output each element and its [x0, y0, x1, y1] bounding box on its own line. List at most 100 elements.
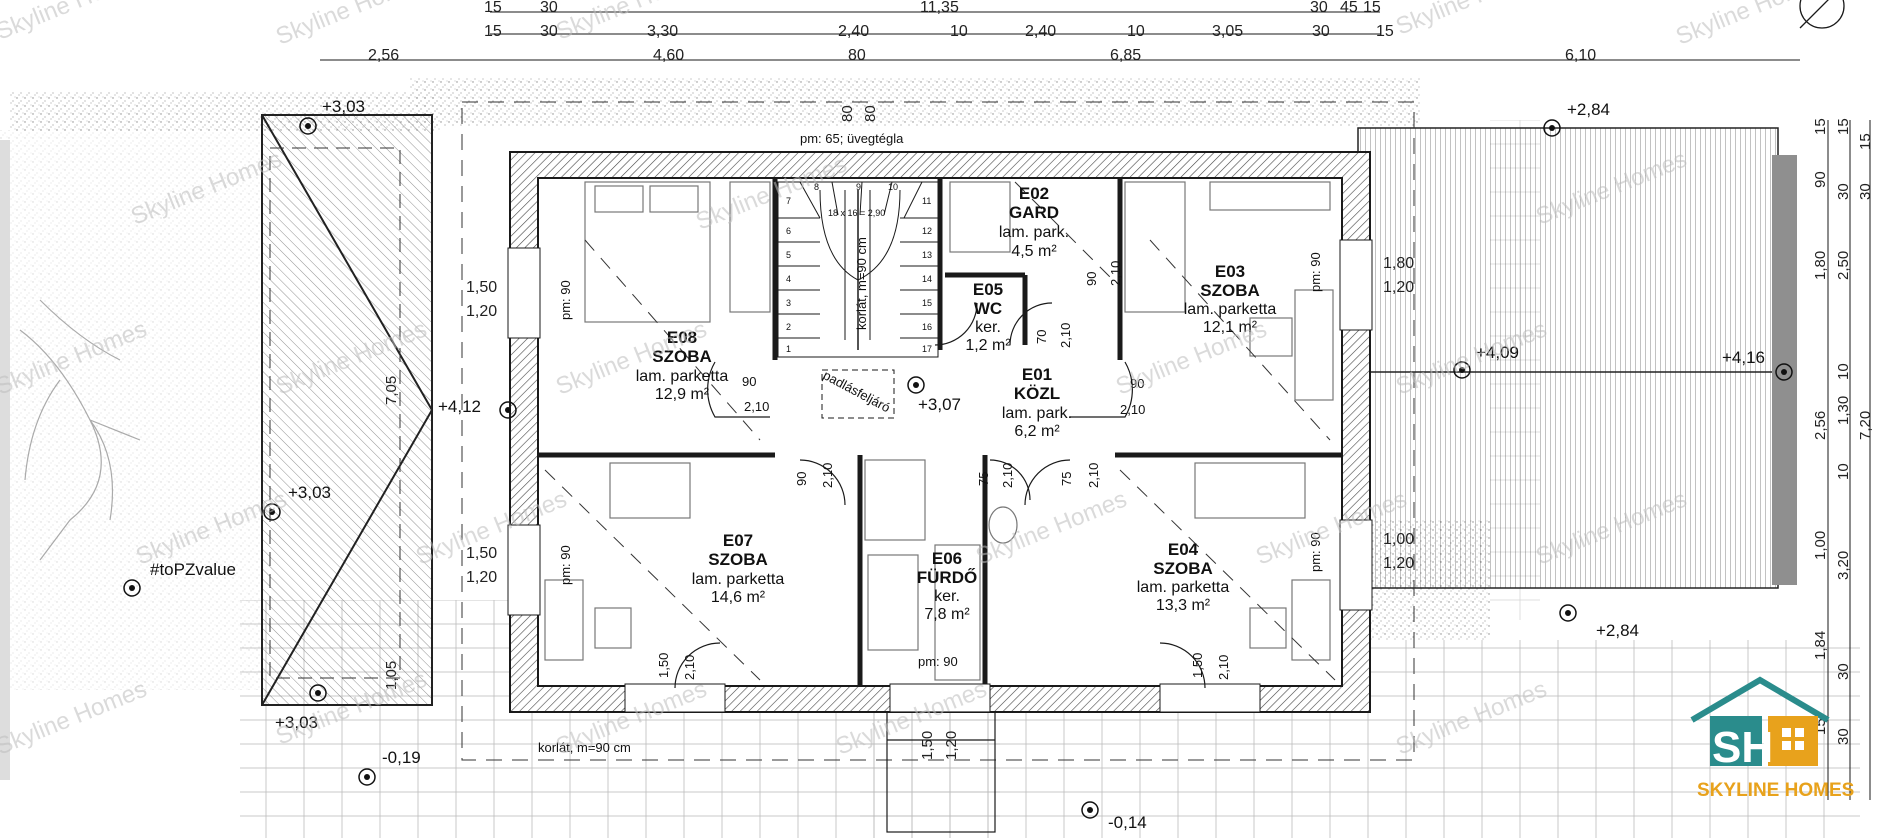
svg-text:2,10: 2,10 [1058, 323, 1073, 348]
level-marker: +2,84 [1559, 604, 1639, 640]
logo-text: SKYLINE HOMES [1697, 780, 1854, 801]
dim-r1-4: 45 [1340, 0, 1358, 16]
svg-text:1,80: 1,80 [1383, 255, 1414, 272]
svg-text:-0,19: -0,19 [382, 748, 421, 767]
dim-rb-3: 10 [1835, 363, 1852, 380]
room-label-e05: E05 WC ker. 1,2 m² [965, 280, 1011, 354]
dimension-right-a: 15 90 1,80 2,56 1,00 1,84 15 [1812, 118, 1829, 735]
svg-text:2,10: 2,10 [1086, 463, 1101, 488]
glass-block-note: pm: 65; üvegtégla [800, 131, 904, 146]
svg-text:pm: 90: pm: 90 [1308, 532, 1323, 572]
svg-text:75: 75 [976, 472, 991, 486]
svg-text:lam. park.: lam. park. [1002, 405, 1072, 422]
svg-text:WC: WC [974, 299, 1002, 318]
svg-text:17: 17 [922, 344, 932, 354]
dim-r2-6: 10 [1127, 23, 1145, 40]
svg-text:14,6 m²: 14,6 m² [711, 589, 766, 606]
north-arrow-icon [1799, 0, 1845, 29]
level-marker: +3,03 [263, 483, 331, 521]
svg-text:Skyline Homes: Skyline Homes [552, 0, 711, 46]
svg-text:+3,03: +3,03 [275, 713, 318, 732]
svg-text:ker.: ker. [975, 319, 1001, 336]
svg-text:1,2 m²: 1,2 m² [965, 337, 1011, 354]
svg-text:E01: E01 [1022, 365, 1052, 384]
dimension-row-1: 15 30 11,35 30 45 15 [484, 0, 1381, 16]
dim-r2-5: 2,40 [1025, 23, 1056, 40]
svg-text:E02: E02 [1019, 184, 1049, 203]
svg-text:+3,03: +3,03 [288, 483, 331, 502]
roof-outline [461, 101, 1415, 761]
svg-text:8: 8 [814, 182, 819, 192]
dim-r2-8: 30 [1312, 23, 1330, 40]
level-marker: +2,84 [1543, 100, 1610, 137]
svg-text:2,10: 2,10 [1108, 261, 1123, 286]
svg-text:Skyline Homes: Skyline Homes [1392, 0, 1551, 41]
stair-railing-note: korlát, m=90 cm [854, 237, 869, 330]
dim-r1-1: 30 [540, 0, 558, 16]
svg-text:KÖZL: KÖZL [1014, 384, 1060, 403]
svg-text:E05: E05 [973, 280, 1003, 299]
svg-text:11: 11 [922, 196, 931, 206]
svg-text:2,10: 2,10 [682, 655, 697, 680]
bath-sill: pm: 90 [918, 654, 958, 669]
svg-text:+4,12: +4,12 [438, 397, 481, 416]
svg-text:pm: 90: pm: 90 [558, 545, 573, 585]
dim-rb-7: 30 [1835, 663, 1852, 680]
dim-rb-0: 15 [1835, 118, 1852, 135]
svg-text:14: 14 [922, 274, 932, 284]
dim-ra-4: 1,00 [1812, 531, 1829, 560]
svg-text:12: 12 [922, 226, 932, 236]
dim-r1-5: 15 [1363, 0, 1381, 16]
svg-text:-0,14: -0,14 [1108, 813, 1147, 832]
dim-r2-9: 15 [1376, 23, 1394, 40]
level-marker: +4,09 [1453, 343, 1519, 379]
site-surroundings [0, 78, 1860, 838]
dim-rc-0: 15 [1857, 133, 1874, 150]
level-marker: +3,03 [275, 684, 327, 732]
dim-ra-0: 15 [1812, 118, 1829, 135]
svg-text:75: 75 [1059, 472, 1074, 486]
svg-text:E04: E04 [1168, 540, 1199, 559]
room-label-e08: E08 SZOBA lam. parketta 12,9 m² [636, 328, 729, 403]
svg-text:pm: 90: pm: 90 [1308, 252, 1323, 292]
level-marker: -0,14 [1081, 801, 1147, 832]
placeholder-label: #toPZvalue [150, 560, 236, 579]
svg-text:Skyline Homes: Skyline Homes [0, 0, 151, 46]
dim-r3-0: 2,56 [368, 47, 399, 64]
room-label-e01: E01 KÖZL lam. park. 6,2 m² [1002, 365, 1072, 440]
svg-text:E06: E06 [932, 549, 962, 568]
room-label-e07: E07 SZOBA lam. parketta 14,6 m² [692, 531, 785, 606]
dim-ra-1: 90 [1812, 171, 1829, 188]
dim-entrance-1: 1,20 [943, 731, 960, 760]
svg-text:+3,07: +3,07 [918, 395, 961, 414]
svg-text:+3,03: +3,03 [322, 97, 365, 116]
dim-r3-4: 6,10 [1565, 47, 1596, 64]
level-marker: +3,07 [907, 376, 961, 414]
svg-text:2,10: 2,10 [744, 399, 769, 414]
tree-sketch [19, 299, 141, 561]
svg-text:lam. parketta: lam. parketta [692, 571, 785, 588]
level-marker: #toPZvalue [123, 560, 236, 597]
left-roof [261, 114, 434, 706]
svg-text:GARD: GARD [1009, 203, 1059, 222]
svg-text:lam. parketta: lam. parketta [1184, 301, 1277, 318]
dim-r1-2: 11,35 [920, 0, 959, 16]
svg-text:90: 90 [1130, 376, 1144, 391]
svg-text:6: 6 [786, 226, 791, 236]
svg-text:13: 13 [922, 250, 932, 260]
level-markers: +3,03 +2,84 +4,12 +3,03 +3,07 +4,09 +4,1… [123, 97, 1793, 832]
svg-text:9: 9 [856, 182, 861, 192]
svg-text:1,20: 1,20 [1383, 555, 1414, 572]
svg-text:2,10: 2,10 [1216, 655, 1231, 680]
svg-text:+4,09: +4,09 [1476, 343, 1519, 362]
svg-text:E08: E08 [667, 328, 697, 347]
staircase [777, 181, 939, 419]
svg-text:1: 1 [786, 344, 791, 354]
svg-text:+4,16: +4,16 [1722, 348, 1765, 367]
skyline-homes-logo: SH SKYLINE HOMES [1690, 676, 1854, 801]
svg-text:E03: E03 [1215, 262, 1245, 281]
dim-rb-1: 30 [1835, 183, 1852, 200]
svg-text:1,20: 1,20 [1383, 279, 1414, 296]
stair-numbers: 1 2 3 4 5 6 7 8 9 10 11 12 13 14 15 16 1… [786, 182, 932, 354]
logo-initials: SH [1712, 723, 1773, 772]
